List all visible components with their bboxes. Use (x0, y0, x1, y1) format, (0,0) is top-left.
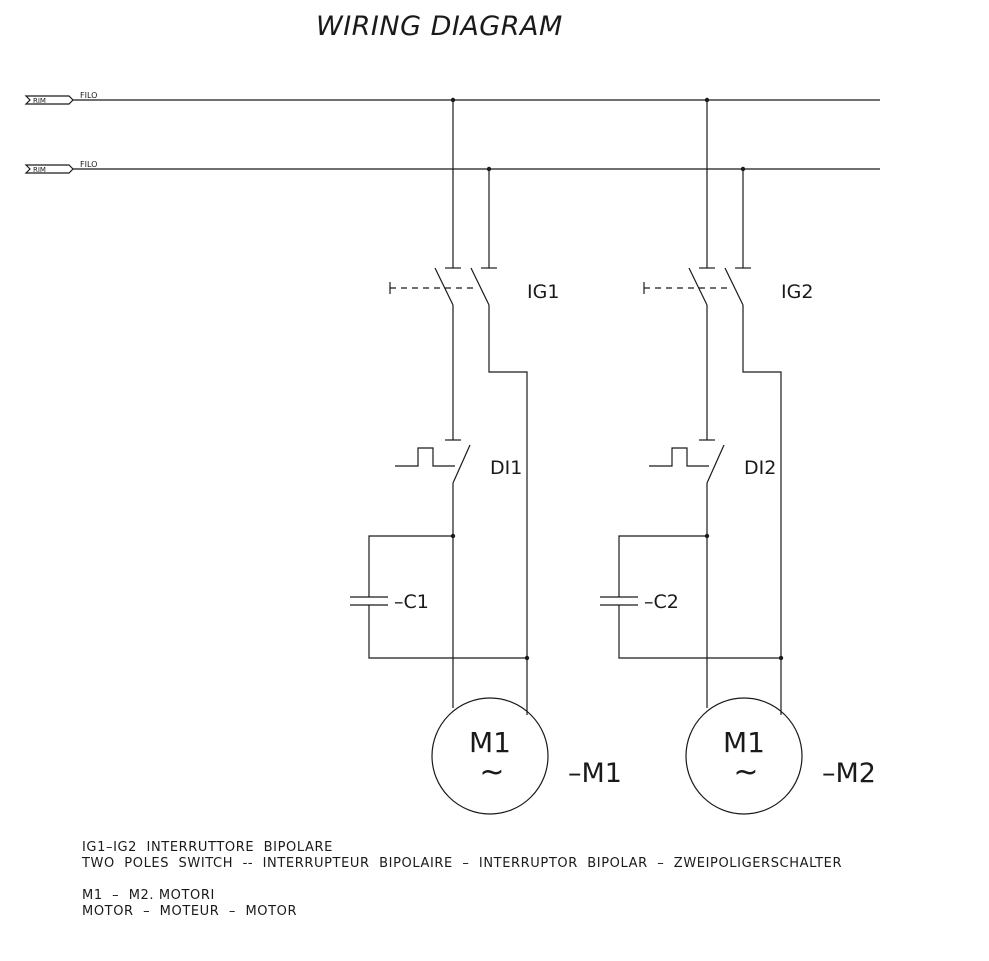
motor-symbol: M1 (469, 726, 511, 759)
capacitor-label-c2: –C2 (644, 591, 679, 613)
motor-m2 (685, 697, 803, 815)
supply-line-1: RIM FILO (24, 91, 880, 105)
connector-label-2: RIM (33, 166, 46, 174)
wire (742, 305, 782, 658)
thermal-device-di2 (649, 439, 725, 484)
connector-tag-1 (24, 95, 74, 105)
circuit-2: IG2 DI2 –C2 M1 ~ –M2 (600, 97, 876, 815)
wire (488, 305, 528, 658)
legend-line: TWO POLES SWITCH -- INTERRUPTEUR BIPOLAI… (82, 856, 843, 871)
capacitor-label-c1: –C1 (394, 591, 429, 613)
legend-line: MOTOR – MOTEUR – MOTOR (82, 904, 298, 919)
device-label-di1: DI1 (490, 457, 522, 479)
motor-ref-label: –M2 (822, 758, 876, 789)
motor-m1 (431, 697, 549, 815)
motor-ref-label: –M1 (568, 758, 622, 789)
bipolar-switch-ig2 (643, 267, 751, 306)
ac-tilde-icon: ~ (733, 755, 758, 790)
line-label-2: FILO (80, 160, 97, 169)
line-label-1: FILO (80, 91, 97, 100)
legend-line: M1 – M2. MOTORI (82, 888, 215, 903)
connector-tag-2 (24, 164, 74, 174)
capacitor-c1 (350, 535, 527, 659)
device-label-di2: DI2 (744, 457, 776, 479)
legend: IG1–IG2 INTERRUTTORE BIPOLARE TWO POLES … (82, 840, 842, 920)
switch-label-ig1: IG1 (527, 281, 559, 303)
diagram-title: WIRING DIAGRAM (316, 11, 563, 42)
switch-label-ig2: IG2 (781, 281, 813, 303)
connector-label-1: RIM (33, 97, 46, 105)
legend-line: IG1–IG2 INTERRUTTORE BIPOLARE (82, 840, 333, 855)
bipolar-switch-ig1 (389, 267, 497, 306)
supply-line-2: RIM FILO (24, 160, 880, 174)
ac-tilde-icon: ~ (479, 755, 504, 790)
circuit-1: IG1 DI1 –C1 M1 ~ –M1 (350, 97, 622, 815)
thermal-device-di1 (395, 439, 471, 484)
motor-symbol: M1 (723, 726, 765, 759)
capacitor-c2 (600, 535, 781, 659)
